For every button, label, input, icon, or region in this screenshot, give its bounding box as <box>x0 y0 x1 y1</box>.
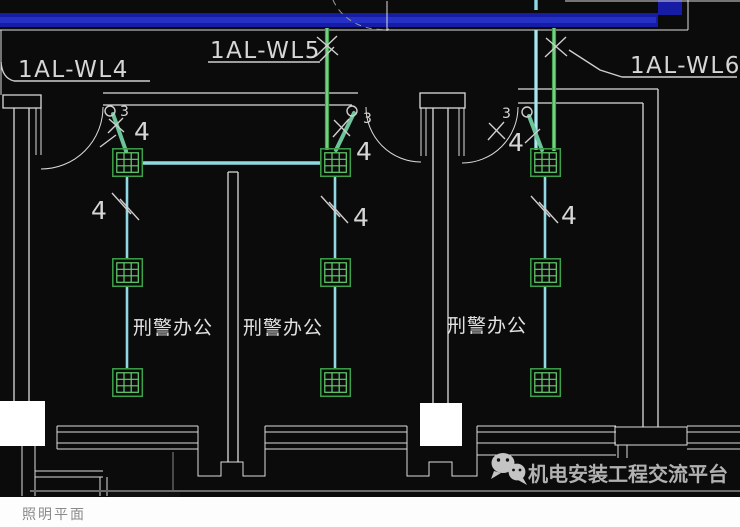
switch-icon <box>521 106 533 118</box>
fixtures <box>112 148 562 398</box>
threshold-1 <box>197 426 266 477</box>
feeder-busbar <box>0 0 740 95</box>
switch-id-label: 3 <box>502 106 511 122</box>
conductor-ticks-branch2 <box>320 195 349 224</box>
leader-wl5 <box>208 46 335 63</box>
window-segment-2 <box>265 425 407 450</box>
conductor-ticks-switch2 <box>332 118 351 138</box>
switch-wire-count: 4 <box>134 117 150 146</box>
feeder-busbar-elbow <box>658 0 682 15</box>
branch-wire-count: 4 <box>353 203 369 232</box>
left-corner-walls <box>21 446 108 496</box>
feeder-label-wl4: 1AL-WL4 <box>18 57 129 83</box>
top-wall-room3 <box>518 88 658 104</box>
switch-wire-count: 4 <box>508 128 524 157</box>
light-fixture-icon <box>320 258 352 288</box>
columns <box>0 401 462 446</box>
window-segment-3 <box>477 425 616 456</box>
door-arc-room3 <box>461 106 519 164</box>
watermark-text: 机电安装工程交流平台 <box>528 462 728 486</box>
column-left <box>0 401 45 446</box>
labels: 1AL-WL4 1AL-WL5 1AL-WL6 3 4 3 4 3 4 4 4 … <box>0 38 740 339</box>
light-fixture-icon <box>112 258 144 288</box>
window-segment-4 <box>687 425 740 450</box>
wall-stub <box>110 492 180 497</box>
threshold-2 <box>406 426 478 477</box>
room-name-1: 刑警办公 <box>133 317 213 339</box>
light-fixture-icon <box>530 258 562 288</box>
circuit-mark-wl5 <box>315 35 339 57</box>
top-wall-rooms12 <box>103 92 358 106</box>
watermark: 机电安装工程交流平台 <box>491 453 728 486</box>
light-fixture-icon <box>530 148 562 178</box>
conductor-ticks-branch3 <box>530 195 559 224</box>
caption-text: 照明平面 <box>22 507 86 523</box>
construction-arc <box>332 0 390 30</box>
bottom-window-band <box>21 425 740 497</box>
light-fixture-icon <box>320 368 352 398</box>
feeder-label-wl6: 1AL-WL6 <box>630 53 740 79</box>
pier-lines <box>617 445 628 458</box>
circuit-mark-wl6 <box>544 36 568 58</box>
column-middle <box>420 403 462 446</box>
branch-wire-count: 4 <box>561 201 577 230</box>
conductor-ticks-branch1 <box>111 192 140 221</box>
switch-id-label: 3 <box>363 111 372 127</box>
branch-wire-count: 4 <box>91 196 107 225</box>
leader-wl6 <box>568 49 737 78</box>
left-pilaster <box>2 94 42 109</box>
room-name-2: 刑警办公 <box>243 317 323 339</box>
feeder-busbar-core <box>0 17 656 23</box>
branch-wires <box>99 111 559 368</box>
switch-wire-count: 4 <box>356 137 372 166</box>
light-fixture-icon <box>530 368 562 398</box>
door-leaf-room1 <box>35 108 42 155</box>
switches <box>104 105 533 118</box>
walls <box>2 88 659 462</box>
divider-wall-rooms12 <box>227 171 239 462</box>
divider-wall-rooms23 <box>432 108 449 404</box>
doors <box>35 106 519 170</box>
conductor-ticks-switch3 <box>487 121 541 144</box>
switch-icon <box>104 105 116 117</box>
cable-tray-outline <box>0 0 740 95</box>
riser-wires <box>315 0 568 151</box>
switch-drop-room1 <box>111 112 128 153</box>
door-leaf-room2 <box>420 108 427 156</box>
feeder-label-wl5: 1AL-WL5 <box>210 38 321 64</box>
door-arc-room1 <box>40 106 104 170</box>
divider23-cap <box>419 92 466 109</box>
conductor-ticks-switch1 <box>99 117 125 148</box>
cad-canvas: 1AL-WL4 1AL-WL5 1AL-WL6 3 4 3 4 3 4 4 4 … <box>0 0 740 497</box>
right-wall-foot <box>614 426 688 446</box>
light-fixture-icon <box>112 368 144 398</box>
right-wall <box>642 89 659 427</box>
room-name-3: 刑警办公 <box>447 315 527 337</box>
light-fixture-icon <box>112 148 144 178</box>
leader-wl4 <box>0 61 150 82</box>
wechat-icon <box>491 453 527 485</box>
switch-id-label: 3 <box>120 104 129 120</box>
window-segment-1 <box>56 425 198 450</box>
caption-bar: 照明平面 <box>0 497 740 527</box>
door-leaf-room3 <box>458 108 465 156</box>
left-wall <box>13 108 30 402</box>
switch-icon <box>346 105 358 117</box>
light-fixture-icon <box>320 148 352 178</box>
door-arc-room2 <box>365 106 422 163</box>
